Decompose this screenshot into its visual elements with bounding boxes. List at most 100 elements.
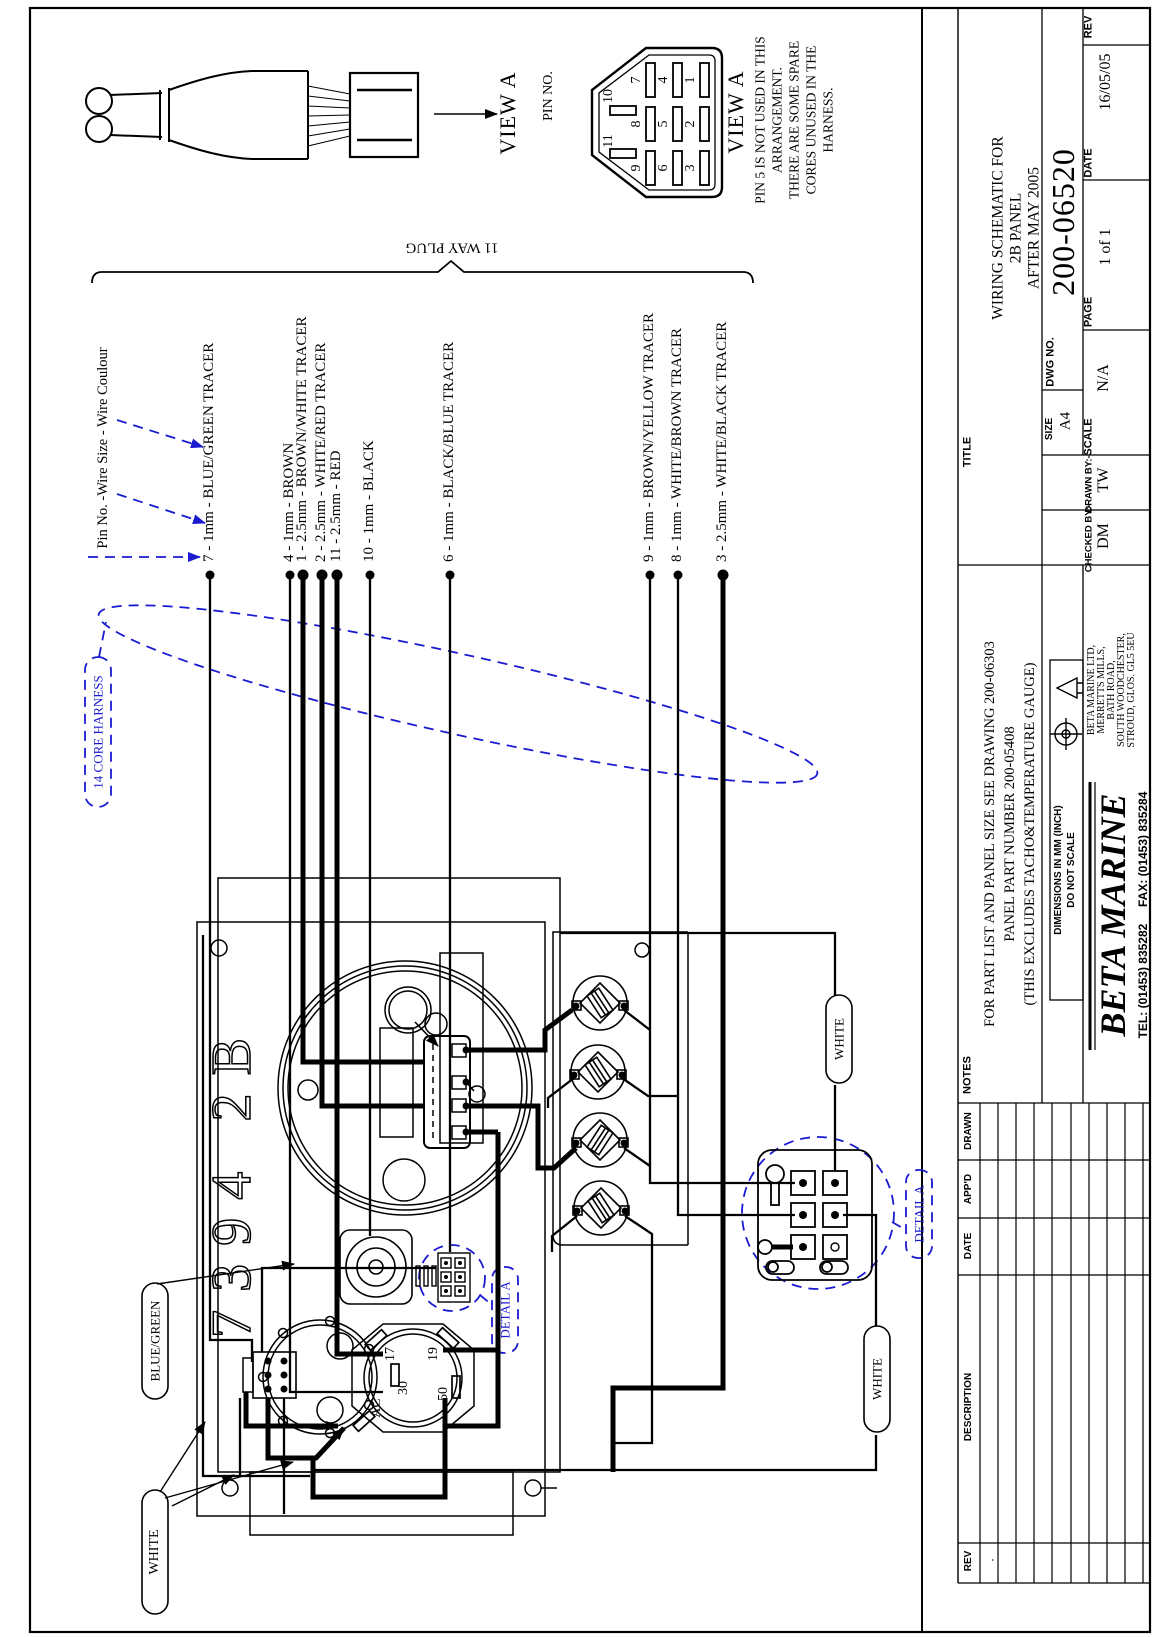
dimensions-note: DIMENSIONS IN MM (INCH) bbox=[1053, 805, 1064, 935]
company-logo: BETA MARINE bbox=[1093, 793, 1133, 1037]
harness-annotations bbox=[84, 419, 933, 1354]
pin-5: 5 bbox=[656, 120, 671, 128]
buzzer bbox=[339, 1229, 413, 1305]
title-label: TITLE bbox=[961, 436, 974, 468]
company-tel: TEL: (01453) 835282 bbox=[1136, 923, 1150, 1039]
pin-note-line: ARRANGEMENT. bbox=[769, 67, 785, 173]
company-address-5: STROUD, GLOS. GL5 5EU bbox=[1126, 632, 1137, 748]
dwg-number-value: 200-06520 bbox=[1045, 148, 1081, 296]
title-line-2: 2B PANEL bbox=[1007, 192, 1025, 264]
drawn-by-value: TW bbox=[1095, 467, 1112, 493]
pin-8: 8 bbox=[629, 120, 644, 128]
pin-9: 9 bbox=[629, 164, 644, 172]
rev-col-date: DATE bbox=[963, 1232, 974, 1260]
rev-first-cell: . bbox=[981, 1558, 997, 1562]
key-terminal-ac: AC bbox=[369, 1398, 384, 1418]
page-value: 1 of 1 bbox=[1097, 228, 1114, 266]
view-a-heading: VIEW A bbox=[723, 70, 748, 154]
scale-label: SCALE bbox=[1082, 418, 1095, 456]
pin-3: 3 bbox=[683, 164, 698, 172]
cable-assembly bbox=[85, 70, 498, 160]
date-label: DATE bbox=[1082, 148, 1095, 178]
view-a-connector-face bbox=[590, 46, 724, 199]
wire-label-8: 8 - 1mm - WHITE/BROWN TRACER bbox=[669, 327, 685, 562]
white-callout-right-1: WHITE bbox=[831, 1018, 847, 1060]
view-a-callout: VIEW A bbox=[495, 71, 520, 155]
rev-col-rev: REV bbox=[963, 1550, 974, 1572]
key-switch bbox=[351, 1323, 475, 1433]
plug-brace-label: 11 WAY PLUG bbox=[405, 239, 499, 256]
notes-label: NOTES bbox=[961, 1056, 974, 1094]
wire-label-10: 10 - 1mm - BLACK bbox=[361, 440, 377, 562]
notes-line-3: (THIS EXCLUDES TACHO&TEMPERATURE GAUGE) bbox=[1021, 662, 1038, 1006]
title-line-3: AFTER MAY 2005 bbox=[1025, 166, 1043, 290]
pin-note-line: THERE ARE SOME SPARE bbox=[786, 40, 802, 200]
title-line-1: WIRING SCHEMATIC FOR bbox=[989, 136, 1007, 320]
no-scale-note: DO NOT SCALE bbox=[1066, 832, 1077, 908]
lamp-4 bbox=[572, 1180, 630, 1236]
page-label: PAGE bbox=[1082, 296, 1095, 328]
title-block-grid bbox=[958, 8, 1150, 1104]
pin-6: 6 bbox=[656, 164, 671, 172]
pin-note-line: HARNESS. bbox=[820, 87, 836, 153]
wire-label-7: 7 - 1mm - BLUE/GREEN TRACER bbox=[201, 342, 217, 562]
company-phone: TEL: (01453) 835282 FAX: (01453) 835284 bbox=[1136, 791, 1150, 1039]
wire-label-9: 9 - 1mm - BROWN/YELLOW TRACER bbox=[641, 312, 657, 562]
detail-a-callout-2: DETAIL A bbox=[911, 1185, 927, 1243]
pin-10: 10 bbox=[601, 89, 616, 103]
lamp-3 bbox=[571, 1112, 629, 1168]
plug-brace bbox=[91, 259, 754, 284]
wire-label-1: 1 - 2.5mm - BROWN/WHITE TRACER bbox=[294, 316, 310, 562]
pin-note-line: PIN 5 IS NOT USED IN THIS bbox=[752, 36, 768, 204]
white-callout-right-2: WHITE bbox=[869, 1358, 885, 1400]
size-label: SIZE bbox=[1044, 417, 1055, 441]
pin-no-label: PIN NO. bbox=[541, 71, 556, 121]
pin-7: 7 bbox=[629, 76, 644, 84]
rev-col-appd: APP'D bbox=[963, 1173, 974, 1205]
pill-leaders bbox=[156, 1260, 295, 1507]
sheet-frame bbox=[28, 6, 1152, 1634]
label-pills bbox=[141, 994, 891, 1615]
pin-11: 11 bbox=[601, 134, 616, 148]
lamp-1 bbox=[571, 975, 629, 1031]
wire-legend: Pin No. -Wire Size - Wire Coulour bbox=[94, 347, 111, 549]
key-terminal-17: 17 bbox=[383, 1347, 398, 1361]
tachometer-gauge bbox=[277, 952, 533, 1216]
rev-col-description: DESCRIPTION bbox=[963, 1372, 974, 1442]
wire-label-3: 3 - 2.5mm - WHITE/BLACK TRACER bbox=[714, 321, 730, 562]
harness-callout: 14 CORE HARNESS bbox=[90, 675, 106, 789]
detail-a-callout-1: DETAIL A bbox=[497, 1281, 513, 1339]
logo-underline bbox=[1088, 782, 1096, 1050]
notes-line-1: FOR PART LIST AND PANEL SIZE SEE DRAWING… bbox=[981, 641, 998, 1027]
lamp-2 bbox=[569, 1044, 627, 1100]
temperature-gauge bbox=[242, 1315, 378, 1439]
dwg-number-label: DWG NO. bbox=[1044, 337, 1057, 387]
detail-a-connector bbox=[757, 1149, 873, 1281]
panel-wiring bbox=[201, 931, 878, 1514]
white-callout-left: WHITE bbox=[147, 1529, 162, 1575]
company-fax: FAX: (01453) 835284 bbox=[1136, 791, 1150, 907]
notes-line-2: PANEL PART NUMBER 200-05408 bbox=[1001, 726, 1018, 942]
pin-note-line: CORES UNUSED IN THE bbox=[803, 45, 819, 195]
scale-value: N/A bbox=[1095, 364, 1112, 392]
revision-table-grid bbox=[958, 1103, 1150, 1584]
wire-label-2: 2 - 2.5mm - WHITE/RED TRACER bbox=[313, 342, 329, 562]
pin-4: 4 bbox=[656, 76, 671, 84]
pin-2: 2 bbox=[683, 120, 698, 128]
key-terminal-50: 50 bbox=[436, 1387, 451, 1401]
rev-col-drawn: DRAWN bbox=[963, 1112, 974, 1150]
pin-1: 1 bbox=[683, 76, 698, 84]
keyswitch-connector bbox=[415, 1252, 471, 1303]
projection-symbol-icon bbox=[1050, 676, 1083, 750]
checked-by-label: CHECKED BY:- bbox=[1083, 503, 1095, 573]
date-value: 16/05/05 bbox=[1097, 53, 1114, 111]
rev-label: REV bbox=[1082, 15, 1095, 39]
checked-by-value: DM bbox=[1095, 523, 1112, 549]
wire-label-6: 6 - 1mm - BLACK/BLUE TRACER bbox=[441, 341, 457, 562]
key-terminal-30: 30 bbox=[396, 1381, 411, 1395]
blue-green-callout: BLUE/GREEN bbox=[147, 1300, 163, 1382]
size-value: A4 bbox=[1057, 411, 1074, 431]
indicator-lamps bbox=[569, 975, 630, 1236]
